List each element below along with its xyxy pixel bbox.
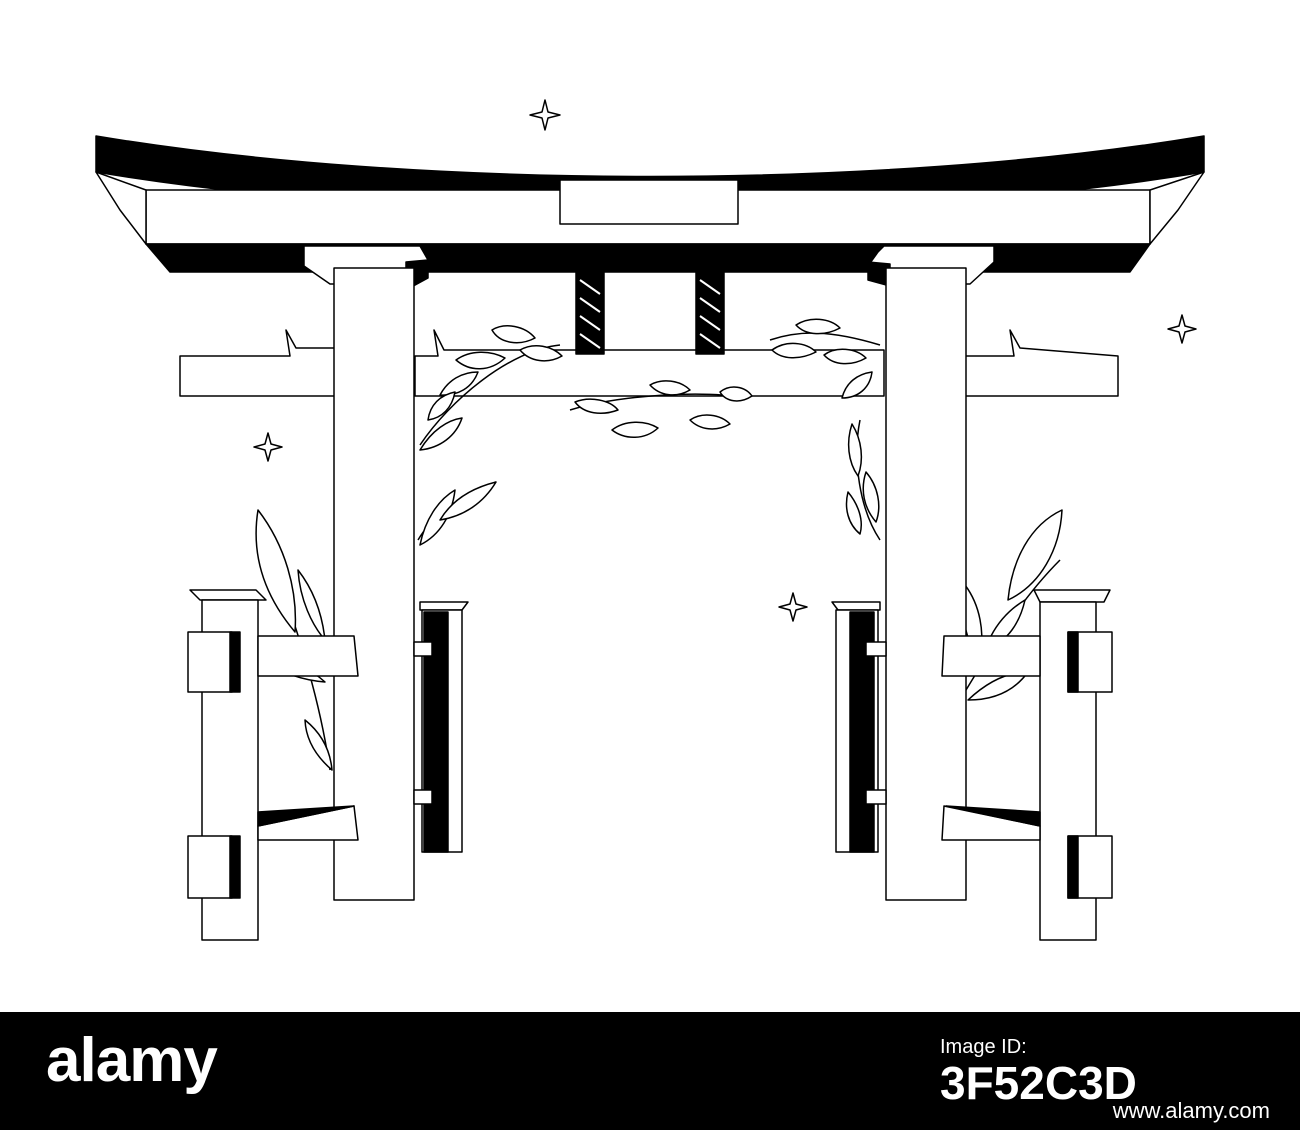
- vine-leaves: [417, 318, 881, 546]
- brand-logo: alamy: [46, 1026, 218, 1095]
- kasagi-top-beam: [95, 135, 1205, 273]
- sparkle-icon: [778, 592, 808, 622]
- nuki-beam: [179, 329, 1119, 397]
- torii-gate-illustration: [95, 99, 1205, 941]
- sparkle-icon: [1167, 314, 1197, 344]
- left-fence: [187, 589, 469, 941]
- image-id: 3F52C3D: [940, 1057, 1137, 1109]
- stock-footer-bar: alamy Image ID: 3F52C3D www.alamy.com: [0, 1012, 1300, 1130]
- image-id-block: Image ID: 3F52C3D: [940, 1036, 1270, 1107]
- left-main-pillar: [333, 267, 415, 901]
- right-main-pillar: [885, 267, 967, 901]
- right-fence: [831, 589, 1113, 941]
- image-id-label: Image ID:: [940, 1036, 1027, 1058]
- sparkle-icon: [253, 432, 283, 462]
- site-url: www.alamy.com: [1112, 1098, 1270, 1123]
- sparkle-icon: [529, 99, 561, 131]
- gakuzuka-struts: [575, 267, 725, 355]
